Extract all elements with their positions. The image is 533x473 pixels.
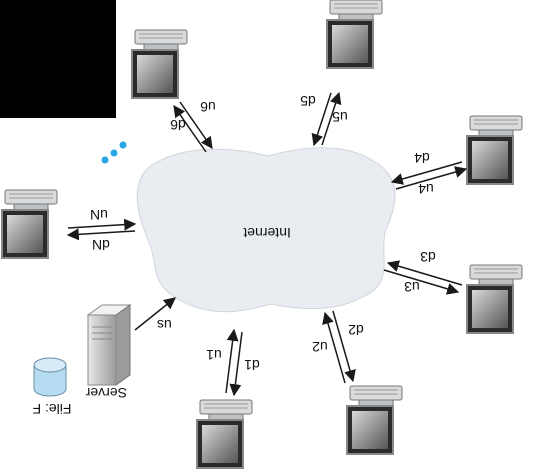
peer-6-computer-icon <box>131 29 188 99</box>
server-icon <box>86 304 132 386</box>
peer-3-computer-icon <box>466 264 523 334</box>
peer-4-computer-icon <box>466 115 523 185</box>
peer-6-download-arrow <box>173 105 207 153</box>
peer-1-download-arrow <box>229 331 243 397</box>
peer-6-upload-label: u6 <box>200 99 216 115</box>
server-upload-arrow <box>134 297 176 331</box>
peer-5-download-arrow <box>321 91 342 146</box>
file-database-icon <box>33 357 67 397</box>
peer-n-computer-icon <box>1 189 58 259</box>
file-label: File: F <box>33 401 72 417</box>
peer-n-upload-arrow <box>67 218 137 231</box>
peer-3-download-arrow <box>383 269 460 295</box>
peer-5-download-label: d5 <box>300 93 316 109</box>
peer-5-computer-icon <box>326 0 383 69</box>
peer-5-upload-arrow <box>311 92 332 147</box>
peer-n-download-arrow <box>66 228 136 241</box>
peer-n-download-label: dN <box>92 237 110 253</box>
peer-1-upload-arrow <box>225 328 239 394</box>
internet-cloud <box>136 147 396 313</box>
peer-1-computer-icon <box>196 399 253 469</box>
internet-label: Internet <box>243 225 291 241</box>
server-label: Server <box>85 385 127 401</box>
peer-3-upload-label: u3 <box>404 279 420 295</box>
peer-1-upload-label: u1 <box>206 347 222 363</box>
peer-n-upload-label: uN <box>90 207 108 223</box>
peer-3-upload-arrow <box>386 260 463 286</box>
peer-6-upload-arrow <box>179 101 213 149</box>
peer-2-upload-arrow <box>322 311 346 384</box>
peer-2-download-label: d2 <box>348 322 364 338</box>
peer-4-upload-label: u4 <box>418 181 434 197</box>
server-upload-label: us <box>157 317 172 333</box>
peer-2-upload-label: u2 <box>312 339 328 355</box>
peer-2-download-arrow <box>332 310 356 383</box>
peer-5-upload-label: u5 <box>332 109 348 125</box>
peer-3-download-label: d3 <box>420 249 436 265</box>
peer-4-upload-arrow <box>390 161 463 185</box>
more-peers-ellipsis <box>101 141 127 164</box>
peer-4-download-label: d4 <box>414 150 430 166</box>
peer-4-download-arrow <box>395 166 468 190</box>
peer-2-computer-icon <box>346 385 403 455</box>
peer-6-download-label: d6 <box>170 117 186 133</box>
peer-1-download-label: d1 <box>244 357 260 373</box>
